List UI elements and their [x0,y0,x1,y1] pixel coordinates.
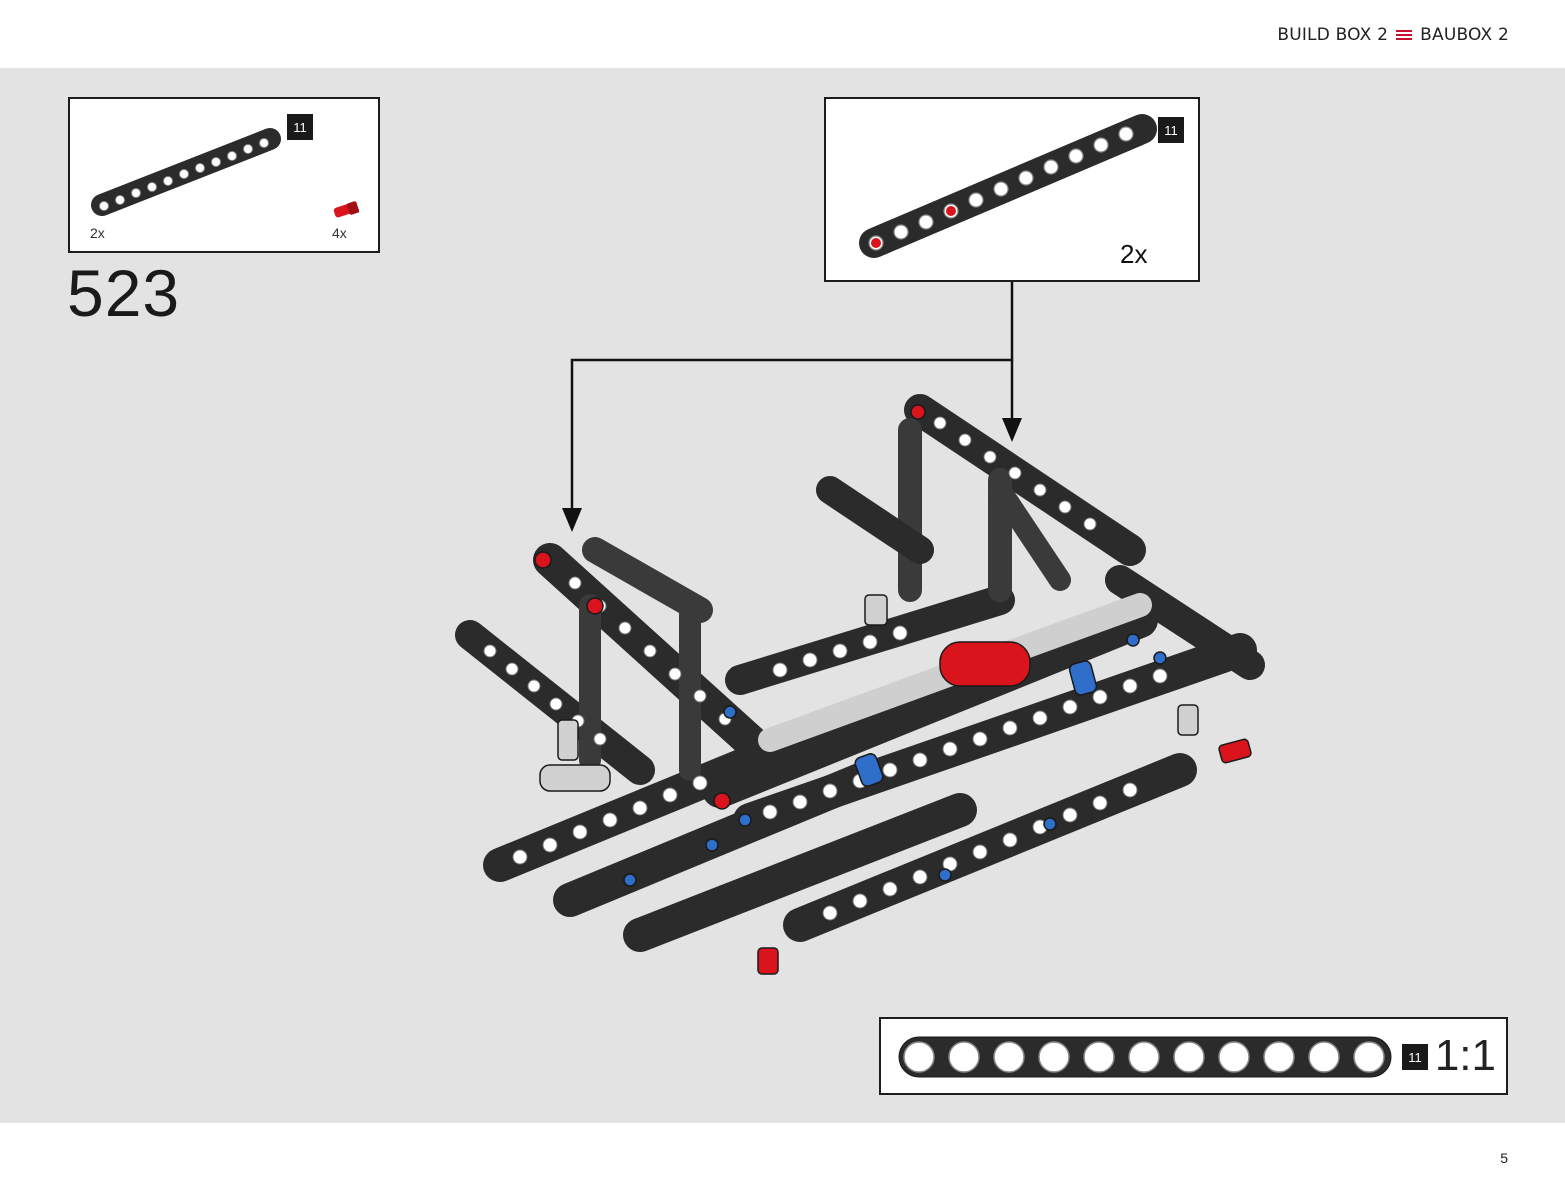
pin-qty: 4x [332,225,347,241]
header-title: BUILD BOX 2 BAUBOX 2 [1277,25,1509,45]
baubox-label: BAUBOX 2 [1420,25,1509,45]
model-illustration [455,394,1265,975]
scale-label: 1:1 [1434,1031,1496,1080]
subassembly-badge: 11 [1158,117,1184,143]
parts-badge: 11 [287,114,313,140]
scale-badge: 11 [1402,1044,1428,1070]
page-number: 5 [1500,1150,1508,1166]
menu-icon [1396,29,1413,41]
beam-icon [91,128,281,216]
build-box-label: BUILD BOX 2 [1277,25,1389,45]
pin-icon [333,201,360,218]
parts-list-box: 11 2x 4x [68,97,380,253]
scale-beam-icon [898,1036,1392,1078]
step-number: 523 [67,256,181,330]
scale-reference-box: 11 1:1 [879,1017,1508,1095]
subassembly-beam-icon [859,114,1157,258]
subassembly-qty: 2x [1120,239,1148,269]
page-header: BUILD BOX 2 BAUBOX 2 [0,0,1565,68]
subassembly-box: 11 2x [824,97,1200,282]
beam-qty: 2x [90,225,105,241]
